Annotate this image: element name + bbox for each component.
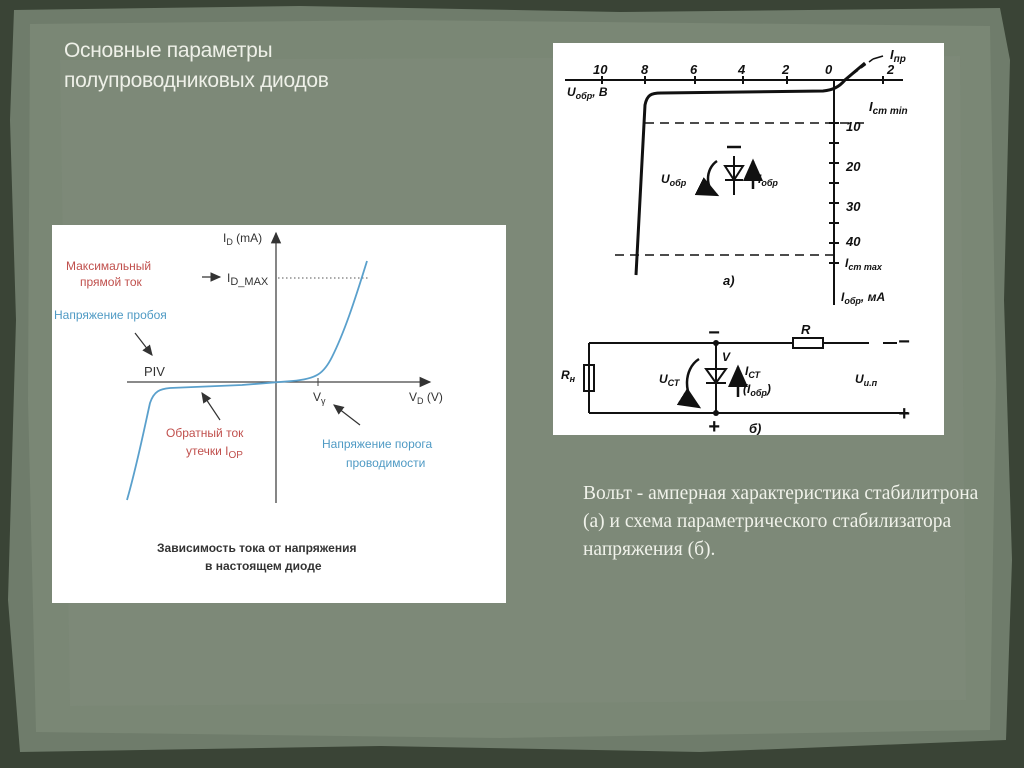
uin-label: Uи.п	[855, 372, 878, 388]
breakdown-arrow	[134, 332, 153, 356]
top-tick-2b: 2	[886, 62, 895, 77]
v-label: V	[722, 350, 731, 364]
icmax-label: Iст max	[845, 256, 883, 272]
leak-current-line1: Обратный ток	[166, 426, 244, 440]
rn-label: Rн	[561, 368, 576, 384]
y-axis-label: ID (mA)	[223, 231, 262, 247]
circuit-minus-sign: −	[708, 322, 720, 344]
slide-title: Основные параметры полупроводниковых дио…	[64, 36, 534, 96]
top-tick-6: 6	[690, 62, 698, 77]
iv-curve	[126, 260, 368, 501]
threshold-line1: Напряжение порога	[322, 437, 433, 451]
figure-caption-line1: Зависимость тока от напряжения	[157, 541, 356, 555]
ist-label: IСТ	[745, 364, 762, 380]
figure-description: Вольт - амперная характеристика стабилит…	[583, 483, 979, 560]
diode-iv-svg: ID (mA) ID_MAX Максимальный прямой ток Н…	[54, 231, 443, 573]
x-axis-label: VD (V)	[409, 390, 443, 406]
right-tick-30: 30	[846, 199, 861, 214]
ucm-label: UСТ	[659, 372, 681, 388]
leak-current-line2: утечки IOP	[186, 444, 243, 461]
inner-uobr-label: Uобр	[661, 172, 687, 188]
circuit-minus-right: −	[898, 331, 910, 353]
diode-iv-figure: ID (mA) ID_MAX Максимальный прямой ток Н…	[52, 225, 506, 603]
imax-label: ID_MAX	[227, 271, 269, 288]
top-tick-10: 10	[593, 62, 608, 77]
piv-label: PIV	[144, 364, 165, 379]
ist2-label: (Iобр)	[743, 382, 771, 398]
vgamma-label: Vγ	[313, 390, 326, 406]
part-b-label: б)	[749, 421, 761, 435]
threshold-line2: проводимости	[346, 456, 425, 470]
circuit-plus-sign: +	[708, 416, 720, 435]
top-tick-0: 0	[825, 62, 833, 77]
circuit-plus-right: +	[898, 403, 910, 425]
uobr-axis-label: Uобр, B	[567, 85, 608, 101]
inner-iobr-label: Iобр	[758, 172, 778, 188]
zener-curve	[634, 61, 866, 276]
iobr-axis-label: Iобр, мА	[841, 290, 885, 306]
slide-title-line1: Основные параметры	[64, 39, 273, 62]
max-current-line2: прямой ток	[80, 275, 143, 289]
r-label: R	[801, 322, 811, 337]
zener-svg: 10 8 6 4 2 0 2 Uобр, B Iпр Iст min 10 20…	[561, 47, 910, 438]
figure-caption-line2: в настоящем диоде	[205, 559, 322, 573]
slide-title-line2: полупроводниковых диодов	[64, 69, 329, 92]
ipr-label: Iпр	[890, 47, 906, 65]
right-tick-20: 20	[845, 159, 861, 174]
right-tick-40: 40	[845, 234, 861, 249]
top-tick-4: 4	[737, 62, 746, 77]
part-a-label: а)	[723, 273, 735, 288]
zener-figure: 10 8 6 4 2 0 2 Uобр, B Iпр Iст min 10 20…	[553, 43, 944, 438]
top-tick-8: 8	[641, 62, 649, 77]
top-tick-2: 2	[781, 62, 790, 77]
ipr-dashed	[844, 58, 874, 81]
icmin-label: Iст min	[869, 99, 908, 117]
threshold-arrow	[333, 404, 361, 426]
max-current-line1: Максимальный	[66, 259, 151, 273]
breakdown-voltage-label: Напряжение пробоя	[54, 308, 167, 322]
leak-arrow	[201, 392, 221, 421]
right-tick-10: 10	[846, 119, 861, 134]
